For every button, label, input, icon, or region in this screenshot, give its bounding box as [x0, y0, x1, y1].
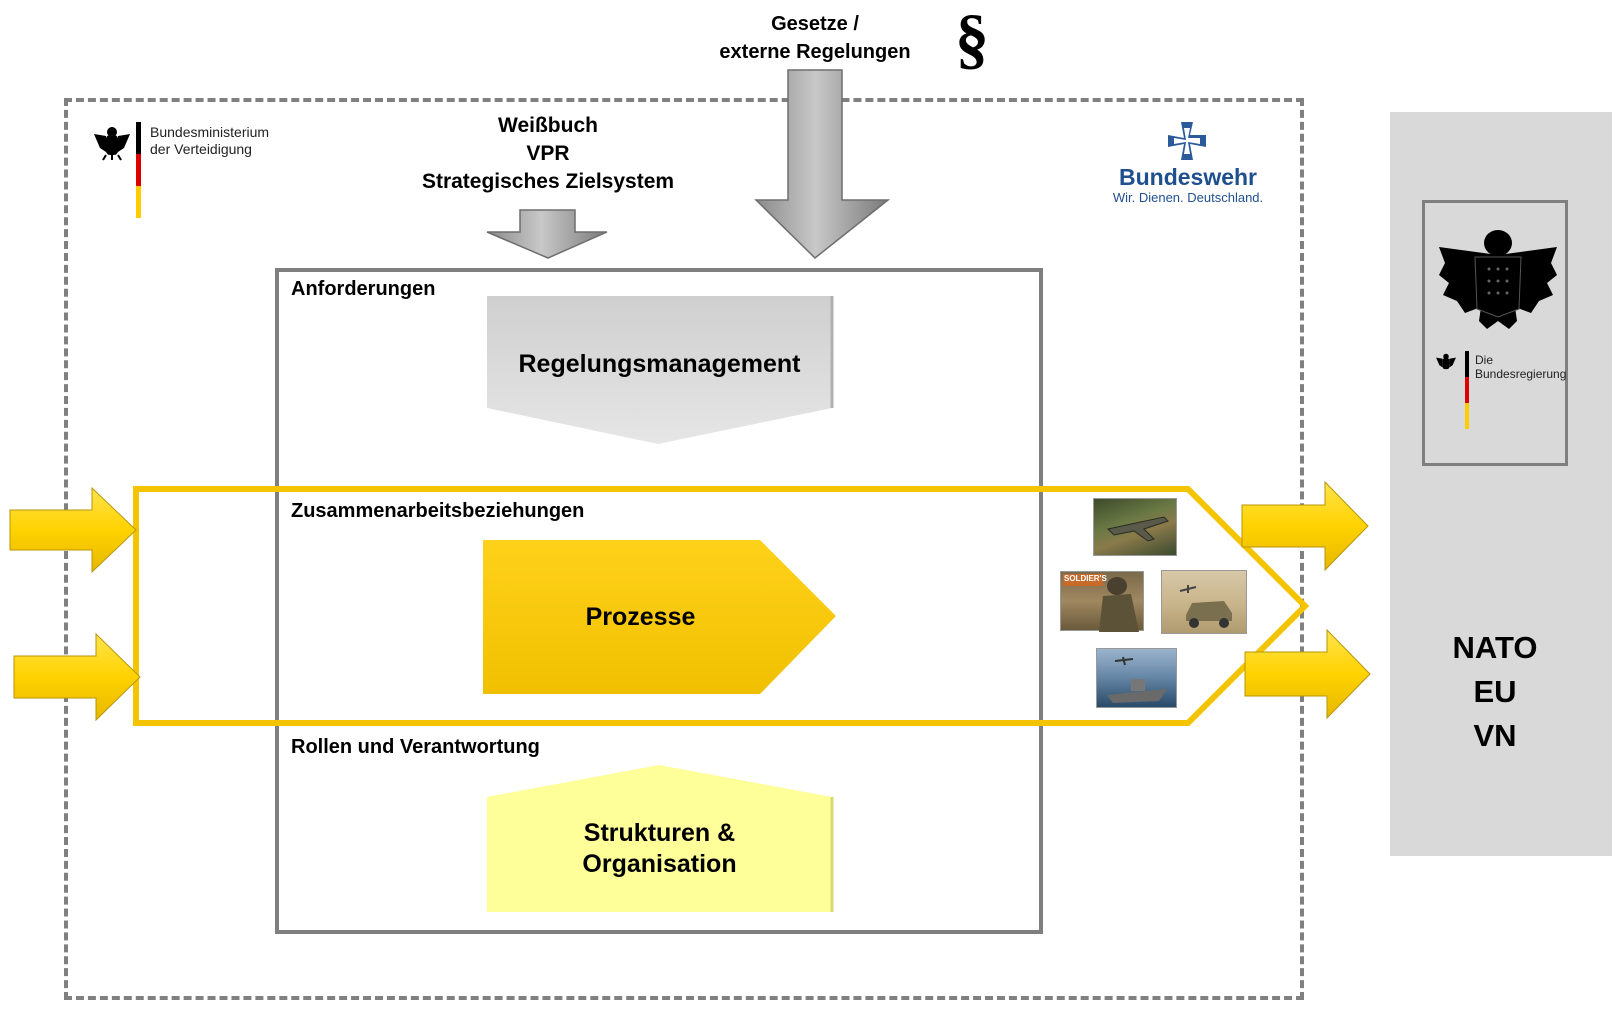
iron-cross-icon: [1168, 122, 1206, 160]
management-box: [275, 268, 1043, 934]
input-zielsystem: Strategisches Zielsystem: [421, 170, 675, 193]
section-label-requirements: Anforderungen: [291, 278, 436, 300]
outgoing-arrow-bottom: [1244, 628, 1371, 720]
structures-label-line1: Strukturen &: [583, 819, 736, 847]
section-label-cooperation: Zusammenarbeitsbeziehungen: [291, 500, 585, 522]
regulation-block-label: Regelungsmanagement: [518, 350, 801, 378]
german-flag-bar: [136, 122, 141, 218]
paragraph-icon: §: [955, 0, 989, 76]
input-weissbuch: Weißbuch: [498, 114, 598, 137]
laws-label: Gesetze / externe Regelungen: [690, 10, 940, 66]
photo-soldier: SOLDIER'S: [1060, 571, 1144, 632]
photo-poster-text: SOLDIER'S: [1064, 574, 1107, 583]
partner-vn: VN: [1473, 718, 1517, 753]
structures-block-label: Strukturen & Organisation: [487, 818, 832, 880]
german-flag-bar-small: [1465, 351, 1469, 429]
processes-block-label: Prozesse: [585, 603, 696, 631]
government-logo-line1: Die: [1475, 353, 1494, 367]
government-logo-box: Die Bundesregierung: [1422, 200, 1568, 466]
photo-aircraft: [1093, 498, 1177, 556]
photo-vehicle: [1161, 570, 1247, 634]
input-vpr: VPR: [526, 142, 570, 165]
government-logo-text: Die Bundesregierung: [1475, 353, 1566, 381]
incoming-arrow-bottom: [13, 632, 141, 722]
laws-label-line2: externe Regelungen: [719, 41, 911, 63]
incoming-arrow-top: [9, 486, 137, 574]
bundeswehr-logo-name: Bundeswehr: [1118, 164, 1258, 190]
regulation-block: [487, 296, 832, 444]
partner-eu: EU: [1473, 674, 1517, 709]
photo-ship: [1096, 648, 1177, 708]
government-logo-line2: Bundesregierung: [1475, 367, 1567, 381]
inputs-arrow: [486, 209, 608, 259]
federal-eagle-icon: [92, 122, 132, 162]
bmvg-logo-line1: Bundesministerium: [150, 124, 270, 140]
strategic-inputs-label: Weißbuch VPR Strategisches Zielsystem: [398, 112, 698, 196]
bmvg-logo-text: Bundesministerium der Verteidigung: [150, 124, 269, 158]
bmvg-logo-line2: der Verteidigung: [150, 141, 252, 157]
laws-label-line1: Gesetze /: [771, 13, 859, 35]
bundeswehr-logo-slogan: Wir. Dienen. Deutschland.: [1112, 190, 1264, 205]
federal-eagle-large-icon: [1435, 217, 1561, 343]
laws-arrow: [754, 69, 891, 259]
structures-label-line2: Organisation: [582, 850, 737, 878]
processes-block: [483, 540, 836, 694]
section-label-roles: Rollen und Verantwortung: [291, 736, 540, 758]
outgoing-arrow-top: [1241, 480, 1369, 572]
partners-label: NATO EU VN: [1410, 626, 1580, 758]
federal-eagle-small-icon: [1435, 351, 1457, 373]
structures-block: [487, 765, 832, 912]
partner-nato: NATO: [1452, 630, 1538, 665]
